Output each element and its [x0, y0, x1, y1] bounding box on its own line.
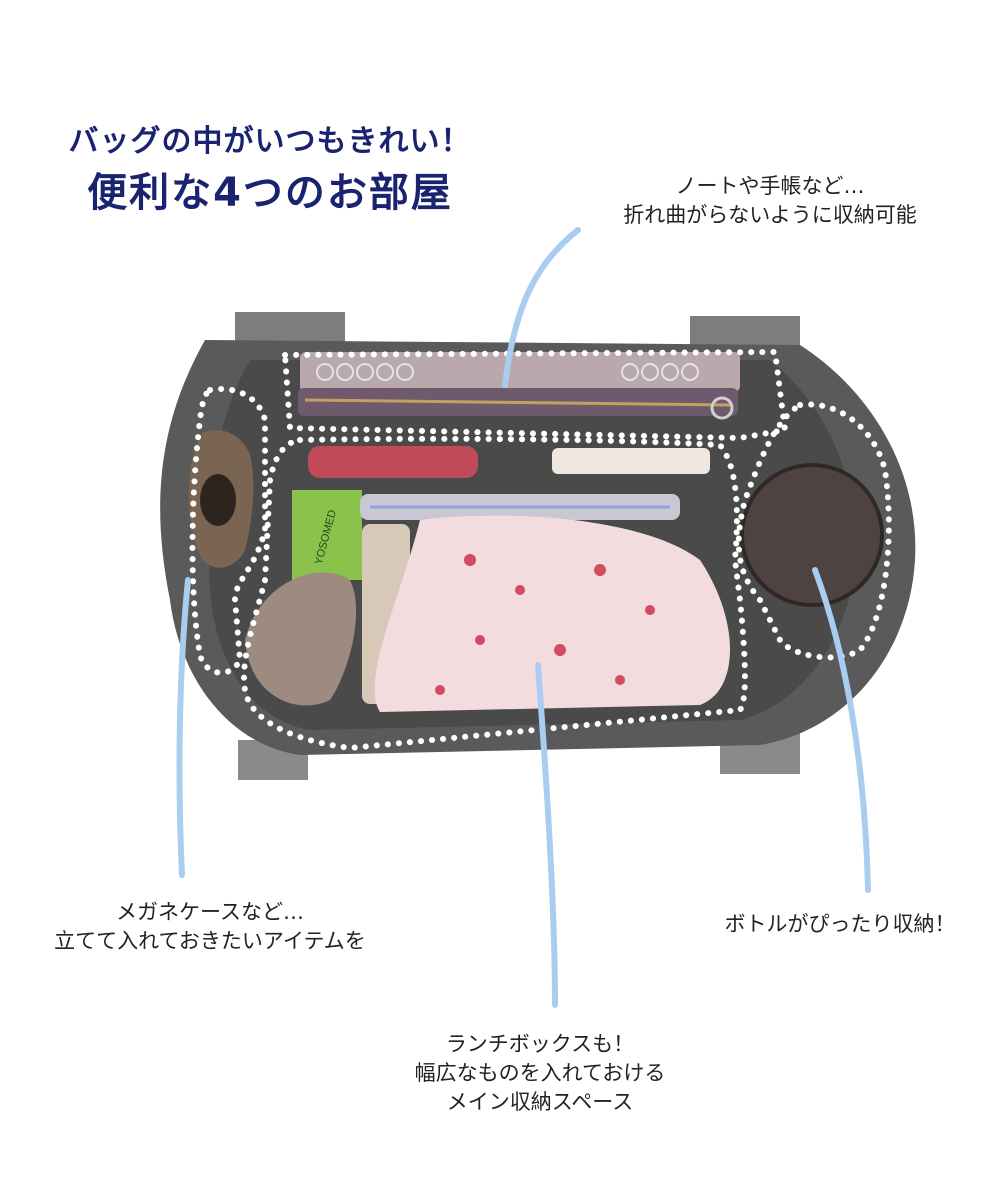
notebook — [300, 352, 740, 392]
callout-main-line-1: ランチボックスも！ — [445, 1032, 635, 1056]
zip-pouch-zipper — [304, 398, 731, 407]
callout-glasses-line-2: 立てて入れておきたいアイテムを — [54, 929, 366, 953]
leader-line-notebook — [502, 227, 581, 388]
callout-main-compartment: ランチボックスも！ 幅広なものを入れておける メイン収納スペース — [370, 1030, 710, 1117]
callout-main-line-2: 幅広なものを入れておける — [414, 1061, 666, 1085]
headline-line-2: 便利な4つのお部屋 — [87, 170, 453, 216]
callout-glasses-compartment: メガネケースなど… 立てて入れておきたいアイテムを — [10, 898, 410, 956]
callout-glasses-line-1: メガネケースなど… — [116, 900, 304, 924]
leader-line-glasses — [176, 577, 191, 878]
bottle-cap-rim — [740, 463, 884, 607]
headline-line-1: バッグの中がいつもきれい！ — [68, 124, 472, 159]
notebook-spiral — [316, 363, 699, 381]
outline-top-compartment — [281, 348, 789, 442]
bottle-cap — [742, 465, 882, 605]
callout-bottle-line-1: ボトルがぴったり収納！ — [724, 912, 956, 936]
red-pouch — [308, 446, 478, 478]
glasses-lens-icon — [200, 474, 236, 526]
bandana-pattern — [435, 554, 655, 695]
callout-notebook-line-1: ノートや手帳など… — [675, 174, 865, 198]
bag-handle-left — [235, 312, 345, 346]
leader-line-bottle — [812, 567, 871, 893]
green-snack-box — [292, 490, 362, 580]
bandana-lunchbox — [374, 515, 730, 712]
callout-notebook-compartment: ノートや手帳など… 折れ曲がらないように収納可能 — [590, 172, 950, 230]
outline-left-compartment — [189, 386, 268, 676]
leader-line-main — [535, 662, 558, 1008]
outline-right-compartment — [735, 401, 892, 661]
knitted-mitten — [245, 572, 357, 706]
callout-main-line-3: メイン収納スペース — [446, 1090, 634, 1114]
callout-notebook-line-2: 折れ曲がらないように収納可能 — [623, 203, 917, 227]
phone — [552, 448, 710, 474]
zipper-ring-icon — [710, 396, 734, 420]
outline-main-compartment — [241, 435, 748, 752]
callout-bottle-compartment: ボトルがぴったり収納！ — [700, 910, 980, 939]
